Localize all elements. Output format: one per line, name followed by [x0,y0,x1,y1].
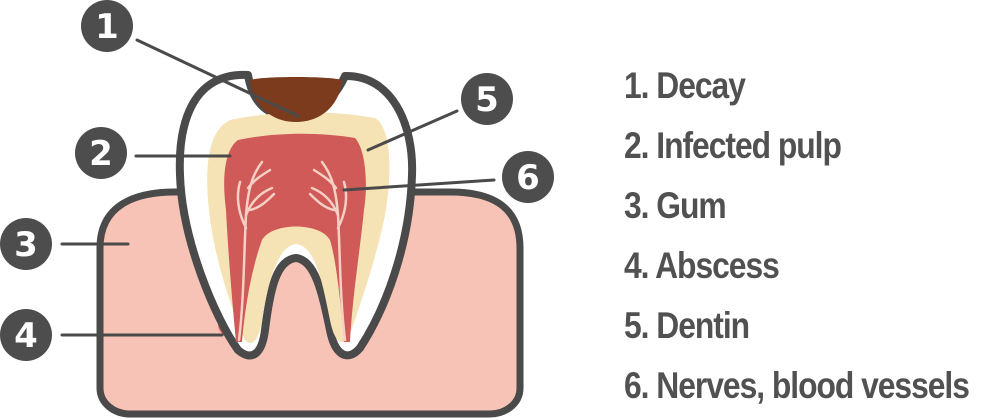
svg-text:5: 5 [475,80,499,120]
legend-item-dentin: 5. Dentin [624,305,750,346]
leader-lines [60,38,496,337]
legend-item-abscess: 4. Abscess [624,245,780,286]
legend: 1. Decay 2. Infected pulp 3. Gum 4. Absc… [624,60,970,420]
legend-item-gum: 3. Gum [624,185,727,226]
legend-item-nerves-blood-vessels: 6. Nerves, blood vessels [624,365,970,406]
marker-1: 1 [81,0,133,52]
marker-3: 3 [0,218,52,270]
marker-5: 5 [461,73,513,125]
legend-item-decay: 1. Decay [624,65,746,106]
svg-text:6: 6 [516,158,540,198]
decay [250,77,342,122]
svg-text:4: 4 [14,316,38,356]
svg-text:3: 3 [14,225,38,265]
svg-text:2: 2 [89,134,113,174]
marker-6: 6 [502,151,554,203]
infected-pulp [224,133,366,342]
svg-text:1: 1 [95,7,119,47]
marker-4: 4 [0,309,52,361]
marker-2: 2 [75,127,127,179]
nerves-blood-vessels [236,160,348,342]
legend-item-infected-pulp: 2. Infected pulp [624,125,842,166]
